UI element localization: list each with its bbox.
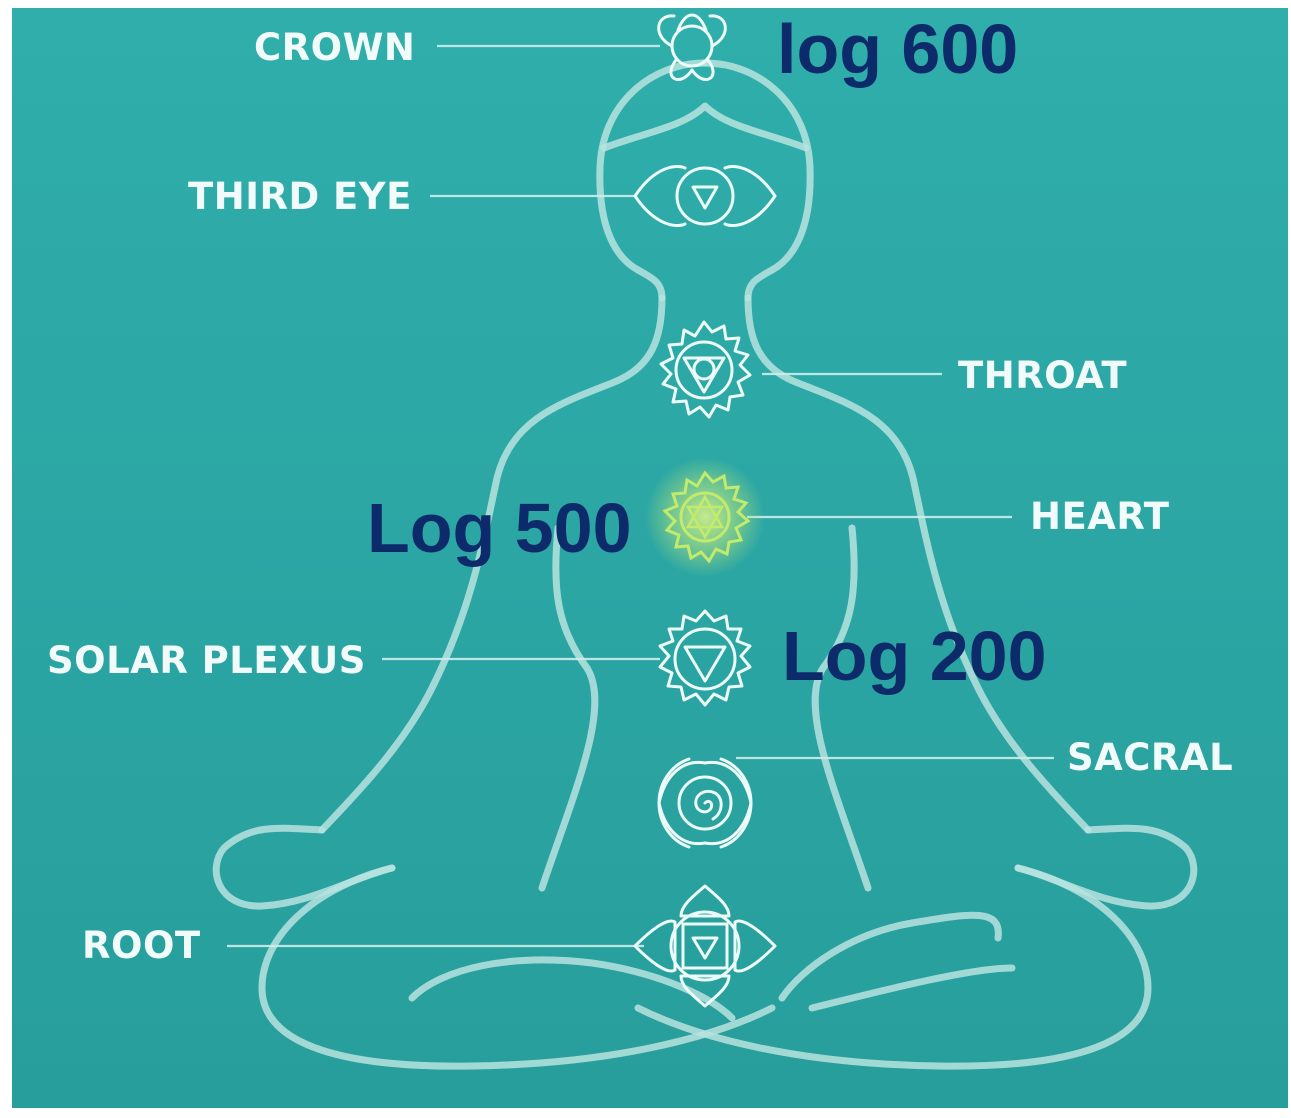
heart-overlay-note: Log 500 — [367, 489, 632, 567]
chakra-diagram: CROWN THIRD EYE THROAT HEART SOLAR PLEXU… — [12, 8, 1288, 1108]
heart-label: HEART — [1030, 495, 1170, 538]
heart-chakra-icon — [645, 457, 765, 577]
solar-plexus-overlay-note: Log 200 — [782, 617, 1047, 695]
third-eye-label: THIRD EYE — [188, 175, 412, 218]
background — [12, 8, 1288, 1108]
crown-overlay-note: log 600 — [777, 10, 1018, 88]
root-label: ROOT — [82, 924, 201, 967]
crown-label: CROWN — [254, 26, 415, 69]
chakra-diagram-svg: CROWN THIRD EYE THROAT HEART SOLAR PLEXU… — [12, 8, 1288, 1108]
throat-label: THROAT — [958, 354, 1127, 397]
sacral-label: SACRAL — [1067, 736, 1233, 779]
solar-plexus-label: SOLAR PLEXUS — [47, 639, 366, 682]
